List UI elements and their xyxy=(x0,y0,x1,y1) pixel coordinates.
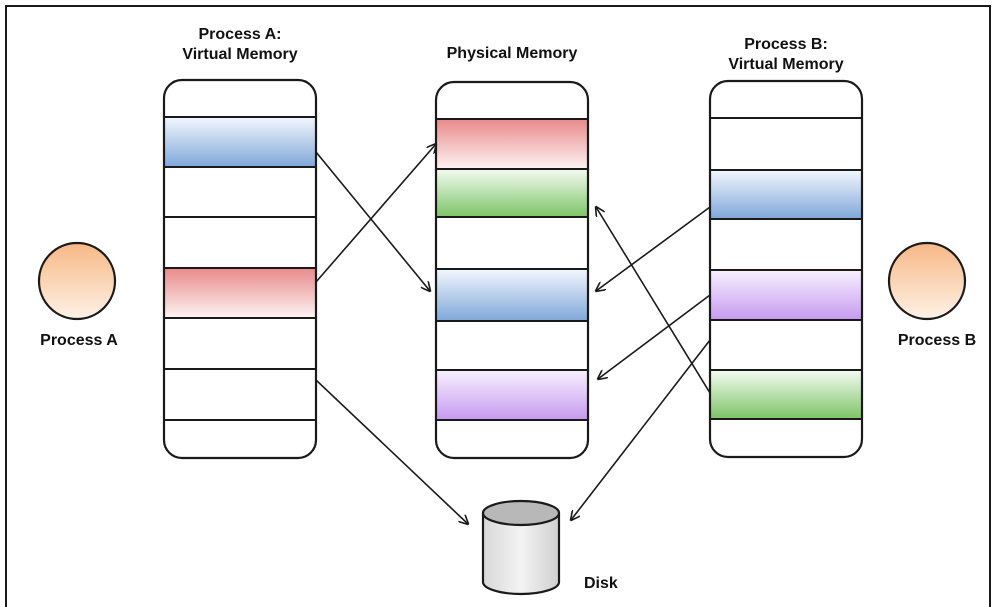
physical-memory-title: Physical Memory xyxy=(446,45,578,62)
arrow-b-blue-to-physical-blue xyxy=(596,206,711,291)
disk-label: Disk xyxy=(584,575,618,592)
arrow-a-red-to-physical-red xyxy=(315,144,436,283)
physical-page-0 xyxy=(437,119,587,169)
process-b-label: Process B xyxy=(897,332,977,349)
process-b-virtual-memory xyxy=(708,79,864,459)
process-a-vm-title: Process A: Virtual Memory xyxy=(140,25,340,65)
physical-page-5 xyxy=(437,370,587,420)
process-a-page-0 xyxy=(165,117,315,167)
process-a-vm-title-line1: Process A: xyxy=(198,26,282,43)
physical-memory xyxy=(434,80,590,460)
process-a-page-3 xyxy=(165,268,315,318)
process-a-label: Process A xyxy=(40,332,118,349)
process-a-virtual-memory xyxy=(162,78,318,460)
process-b-vm-title: Process B: Virtual Memory xyxy=(686,35,886,75)
disk-icon xyxy=(481,499,561,596)
process-b-page-1 xyxy=(711,170,861,219)
arrow-b-purple-to-physical-purple xyxy=(598,294,711,379)
process-b-circle xyxy=(887,241,967,321)
arrow-b-page-to-disk xyxy=(571,339,711,520)
process-b-vm-title-line1: Process B: xyxy=(744,36,828,53)
arrow-a-page-to-disk xyxy=(315,379,468,524)
arrow-a-blue-to-physical-blue xyxy=(315,151,430,291)
diagram-frame xyxy=(5,5,991,607)
mapping-arrows xyxy=(315,144,711,524)
process-a-vm-title-line2: Virtual Memory xyxy=(182,46,298,63)
process-b-page-5 xyxy=(711,370,861,419)
process-b-page-3 xyxy=(711,270,861,320)
physical-page-3 xyxy=(437,269,587,321)
physical-page-1 xyxy=(437,169,587,217)
arrow-b-green-to-physical-green xyxy=(596,207,711,394)
process-b-vm-title-line2: Virtual Memory xyxy=(728,56,844,73)
process-a-circle xyxy=(37,241,117,321)
